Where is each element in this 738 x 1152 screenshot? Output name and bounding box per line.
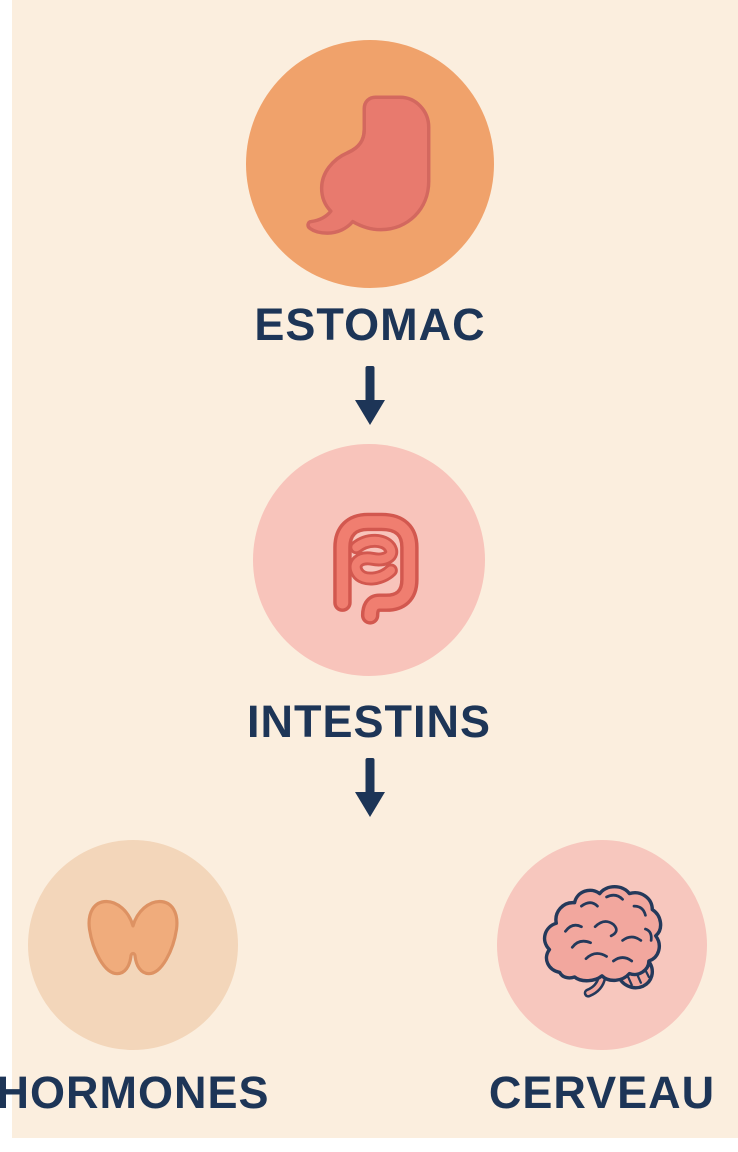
flow-node-cerveau xyxy=(497,840,707,1050)
flow-node-intestins xyxy=(253,444,485,676)
down-arrow-icon xyxy=(353,756,387,820)
brain-icon xyxy=(531,881,673,1009)
intestines-icon xyxy=(294,485,444,635)
node-label-cerveau: CERVEAU xyxy=(488,1067,716,1118)
thyroid-icon xyxy=(64,876,202,1014)
node-label-hormones: HORMONES xyxy=(0,1067,270,1118)
node-label-estomac: ESTOMAC xyxy=(254,299,486,350)
bottom-page-border xyxy=(0,1138,738,1152)
down-arrow-icon xyxy=(353,364,387,428)
flow-node-hormones xyxy=(28,840,238,1050)
left-page-border xyxy=(0,0,12,1152)
flow-node-estomac xyxy=(246,40,494,288)
node-label-intestins: INTESTINS xyxy=(246,696,492,747)
stomach-icon xyxy=(294,88,446,240)
